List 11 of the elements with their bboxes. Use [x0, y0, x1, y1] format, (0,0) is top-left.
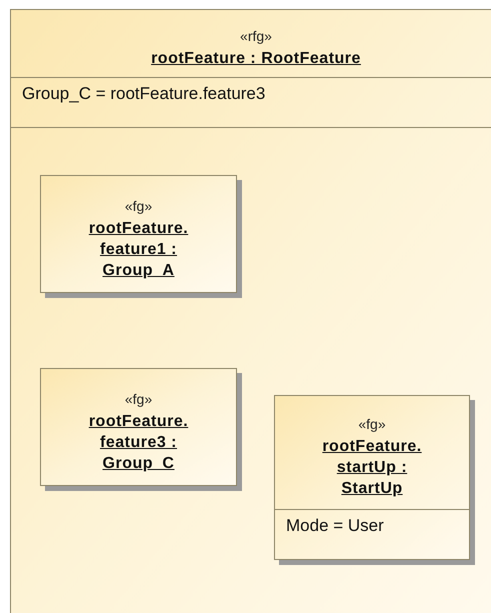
part-name: rootFeature. startUp : StartUp	[321, 436, 423, 498]
stereotype-label: «rfg»	[240, 26, 272, 44]
part-name: rootFeature : RootFeature	[151, 48, 361, 68]
part-frame	[10, 9, 491, 613]
stereotype-label: «fg»	[358, 414, 386, 432]
attribute-text: Mode = User	[286, 516, 384, 535]
part-name: rootFeature. feature1 : Group_A	[88, 219, 190, 281]
stereotype-label: «fg»	[124, 390, 152, 408]
part-name: rootFeature. feature3 : Group_C	[88, 412, 190, 474]
stereotype-label: «fg»	[124, 197, 152, 215]
attribute-text: Group_C = rootFeature.feature3	[22, 84, 266, 103]
